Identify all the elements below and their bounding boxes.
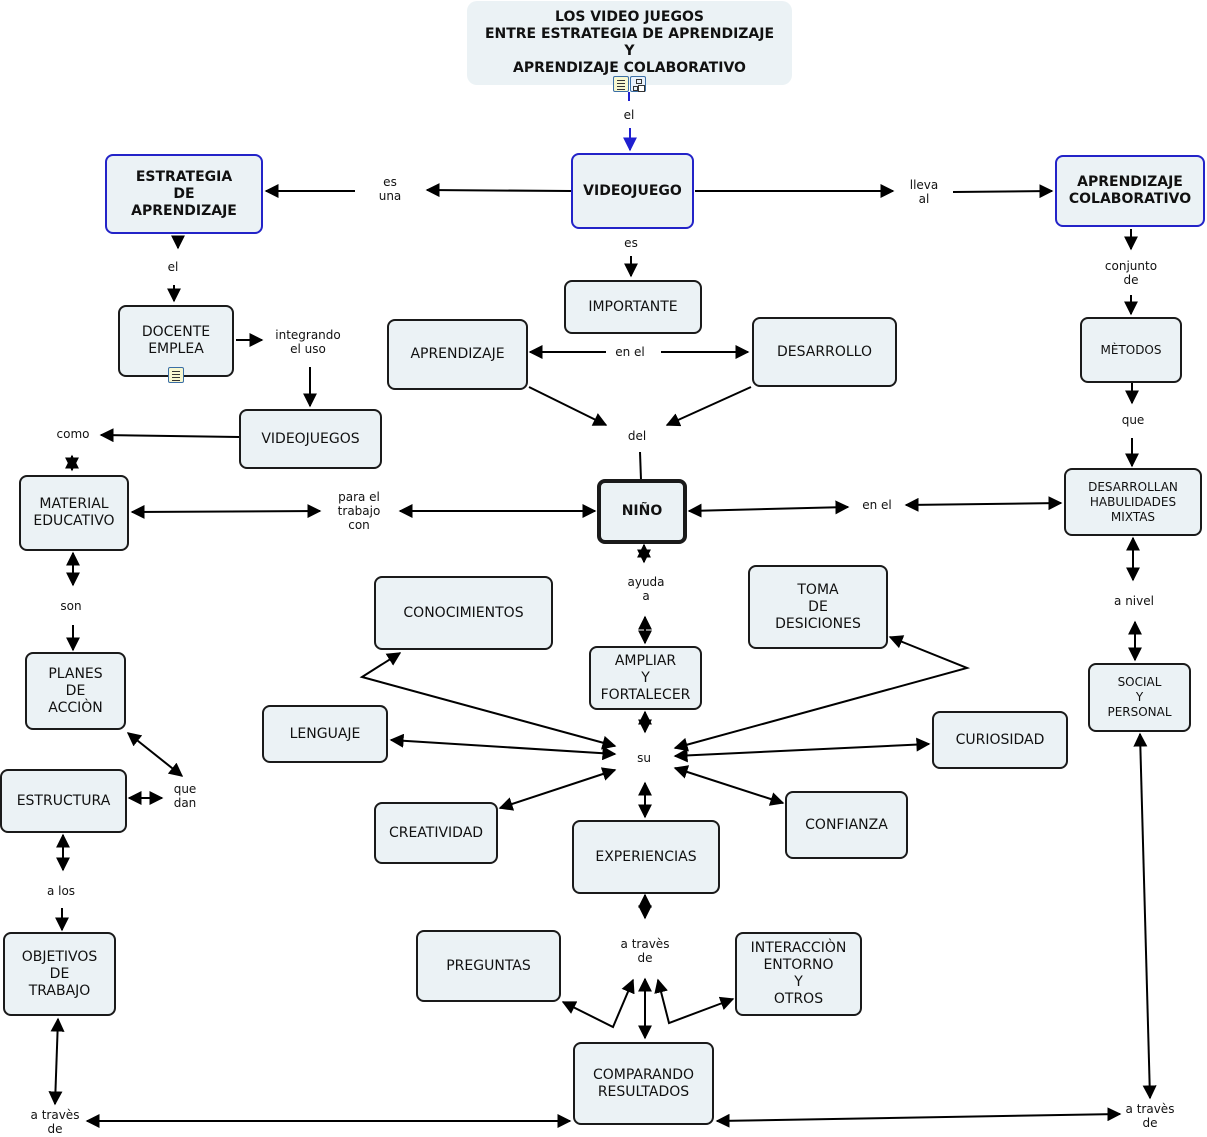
link-que-dan: que dan (173, 782, 197, 810)
node-habilidades-mixtas[interactable]: DESARROLLAN HABULIDADES MIXTAS (1064, 468, 1202, 536)
node-videojuegos[interactable]: VIDEOJUEGOS (239, 409, 382, 469)
edge-videojuegos-como (99, 428, 240, 443)
edge-del-nino (639, 451, 642, 481)
node-nino[interactable]: NIÑO (597, 479, 687, 544)
node-metodos[interactable]: MÈTODOS (1080, 317, 1182, 383)
map-title: LOS VIDEO JUEGOS ENTRE ESTRATEGIA DE APR… (467, 1, 792, 85)
node-objetivos-trabajo[interactable]: OBJETIVOS DE TRABAJO (3, 932, 116, 1016)
link-como: como (56, 427, 90, 441)
node-docente-emplea[interactable]: DOCENTE EMPLEA (118, 305, 234, 377)
node-aprendizaje[interactable]: APRENDIZAJE (387, 319, 528, 390)
node-interaccion-entorno[interactable]: INTERACCIÒN ENTORNO Y OTROS (735, 932, 862, 1016)
edge-aprendizaje-del (528, 386, 608, 426)
edge-su-curiosidad (673, 737, 931, 763)
link-a-traves-right: a travès de (1125, 1102, 1175, 1130)
link-el-left: el (167, 260, 179, 274)
link-que-right: que (1121, 413, 1145, 427)
node-lenguaje[interactable]: LENGUAJE (262, 705, 388, 763)
edge-planes-quedan (126, 732, 184, 777)
node-desarrollo[interactable]: DESARROLLO (752, 317, 897, 387)
link-integrando-el-uso: integrando el uso (275, 328, 341, 356)
link-es-una: es una (378, 175, 402, 203)
link-a-traves-mid: a travès de (620, 937, 670, 965)
node-conocimientos[interactable]: CONOCIMIENTOS (374, 576, 553, 650)
link-el-top: el (623, 108, 635, 122)
node-social-personal[interactable]: SOCIAL Y PERSONAL (1088, 663, 1191, 732)
link-del: del (627, 429, 647, 443)
node-importante[interactable]: IMPORTANTE (564, 280, 702, 334)
edge-nino-enel (687, 500, 850, 518)
node-confianza[interactable]: CONFIANZA (785, 791, 908, 859)
edge-enel-habilidades (904, 496, 1063, 512)
node-comparando-resultados[interactable]: COMPARANDO RESULTADOS (573, 1042, 714, 1125)
edge-comparando-interaccion (654, 978, 735, 1025)
node-videojuego[interactable]: VIDEOJUEGO (571, 153, 694, 229)
node-material-educativo[interactable]: MATERIAL EDUCATIVO (19, 475, 129, 551)
link-conjunto-de: conjunto de (1104, 259, 1158, 287)
node-curiosidad[interactable]: CURIOSIDAD (932, 711, 1068, 769)
edge-su-toma (673, 635, 971, 752)
link-lleva-al: lleva al (909, 178, 939, 206)
edge-lleva-colaborativo (952, 184, 1054, 199)
link-a-los: a los (46, 884, 76, 898)
link-a-nivel: a nivel (1114, 594, 1154, 608)
concept-map-icon[interactable] (630, 76, 646, 92)
edge-comparando-preguntas (561, 978, 635, 1029)
node-planes-accion[interactable]: PLANES DE ACCIÒN (25, 652, 126, 730)
node-estructura[interactable]: ESTRUCTURA (0, 769, 127, 833)
edge-videojuego-esuna (425, 183, 572, 198)
link-ayuda-a: ayuda a (627, 575, 665, 603)
link-son: son (60, 599, 82, 613)
edge-su-creatividad (498, 767, 617, 811)
node-ampliar-fortalecer[interactable]: AMPLIAR Y FORTALECER (589, 646, 702, 710)
link-es: es (624, 236, 638, 250)
node-aprendizaje-colaborativo[interactable]: APRENDIZAJE COLABORATIVO (1055, 155, 1205, 227)
edge-su-conocimientos (359, 652, 617, 750)
edge-material-parael (130, 504, 322, 519)
edge-desarrollo-del (665, 386, 752, 427)
document-icon[interactable] (613, 76, 629, 92)
link-a-traves-left: a travès de (30, 1108, 80, 1136)
link-su: su (637, 751, 651, 765)
edge-comparando-atravesright (715, 1107, 1122, 1128)
node-estrategia-aprendizaje[interactable]: ESTRATEGIA DE APRENDIZAJE (105, 154, 263, 234)
link-en-el-top: en el (615, 345, 645, 359)
edge-social-atraves (1133, 732, 1157, 1100)
edge-su-lenguaje (389, 733, 617, 761)
link-para-el-trabajo-con: para el trabajo con (337, 490, 381, 532)
node-creatividad[interactable]: CREATIVIDAD (374, 802, 498, 864)
edge-su-confianza (673, 765, 785, 806)
link-en-el-mid: en el (862, 498, 892, 512)
document-icon[interactable] (168, 367, 184, 383)
node-experiencias[interactable]: EXPERIENCIAS (572, 820, 720, 894)
node-toma-desiciones[interactable]: TOMA DE DESICIONES (748, 565, 888, 649)
edge-objetivos-atraves (48, 1017, 65, 1106)
node-preguntas[interactable]: PREGUNTAS (416, 930, 561, 1002)
